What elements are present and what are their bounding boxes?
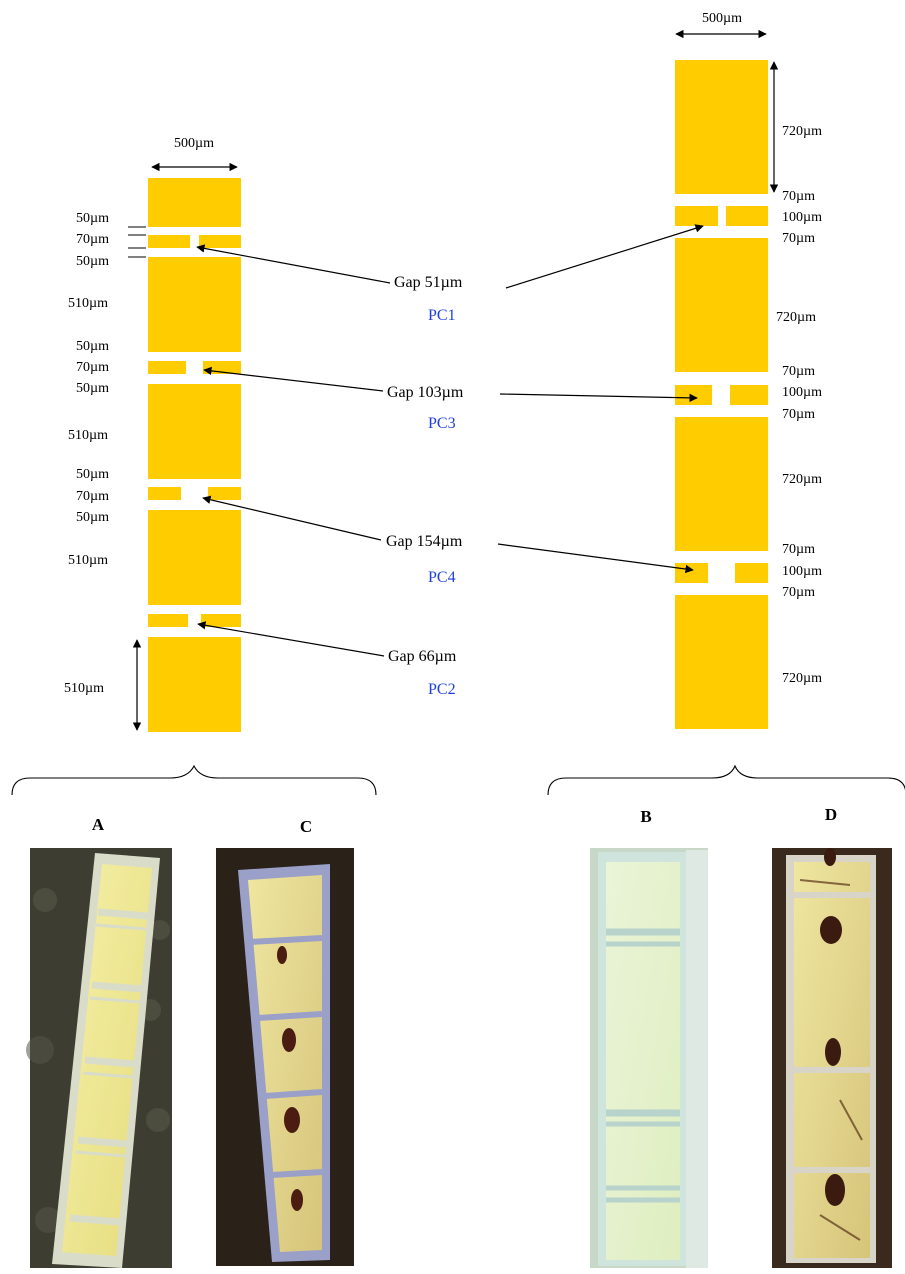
left-dim-label: 50µm bbox=[76, 510, 109, 525]
right-width-label: 500µm bbox=[702, 11, 742, 26]
right-dim-label: 70µm bbox=[782, 231, 815, 246]
electrode-segment bbox=[675, 238, 768, 372]
gap-arrow bbox=[196, 244, 391, 284]
right-design bbox=[675, 60, 768, 729]
electrode-segment bbox=[675, 60, 768, 194]
left-dim-label: 510µm bbox=[68, 553, 108, 568]
left-dim-label: 70µm bbox=[76, 232, 109, 247]
gap-arrow bbox=[505, 224, 704, 289]
right-dim-label: 70µm bbox=[782, 364, 815, 379]
gap-pad bbox=[208, 487, 241, 500]
gap-annotations: Gap 51µm PC1 Gap 103µm PC3 Gap 154µm PC4… bbox=[196, 224, 704, 698]
electrode-segment bbox=[148, 510, 241, 605]
left-brace bbox=[11, 764, 377, 796]
gap-arrow bbox=[203, 366, 384, 392]
left-dim-label: 50µm bbox=[76, 211, 109, 226]
right-dim-label: 70µm bbox=[782, 189, 815, 204]
right-dim-label: 720µm bbox=[776, 310, 816, 325]
right-dim-label: 70µm bbox=[782, 585, 815, 600]
left-width-dimension: 500µm bbox=[151, 136, 238, 172]
right-dim-label: 720µm bbox=[782, 124, 822, 139]
gap-pad bbox=[148, 235, 190, 248]
gap-label: Gap 103µm bbox=[387, 384, 464, 401]
gap-pad bbox=[148, 614, 188, 627]
panel-letter-b: B bbox=[640, 807, 651, 826]
right-dim-label: 720µm bbox=[782, 671, 822, 686]
gap-pad bbox=[201, 614, 241, 627]
gap-arrow bbox=[197, 621, 385, 657]
gap-pad bbox=[148, 361, 186, 374]
left-dim-label: 50µm bbox=[76, 381, 109, 396]
right-dimension-labels: 720µm 70µm 100µm 70µm 720µm 70µm 100µm 7… bbox=[776, 124, 822, 686]
gap-pad bbox=[730, 385, 768, 405]
photo-c bbox=[216, 848, 354, 1266]
photo-d bbox=[772, 848, 892, 1268]
pc-label: PC2 bbox=[428, 681, 456, 698]
gap-pad bbox=[675, 385, 712, 405]
gap-arrow bbox=[499, 393, 698, 403]
panel-letter-d: D bbox=[825, 805, 837, 824]
right-dim-label: 100µm bbox=[782, 385, 822, 400]
right-dim-label: 70µm bbox=[782, 407, 815, 422]
left-dim-label: 510µm bbox=[68, 296, 108, 311]
left-dim-label: 510µm bbox=[68, 428, 108, 443]
panel-letter-a: A bbox=[92, 815, 105, 834]
left-width-label: 500µm bbox=[174, 136, 214, 151]
gap-arrow bbox=[202, 495, 382, 541]
gap-arrow bbox=[497, 543, 694, 574]
gap-label: Gap 51µm bbox=[394, 274, 463, 291]
left-dim-label: 510µm bbox=[64, 681, 104, 696]
electrode-segment bbox=[675, 595, 768, 729]
electrode-segment bbox=[148, 637, 241, 732]
electrode-segment bbox=[148, 257, 241, 352]
gap-pad bbox=[199, 235, 241, 248]
gap-pad bbox=[148, 487, 181, 500]
left-dim-label: 50µm bbox=[76, 467, 109, 482]
left-dim-label: 50µm bbox=[76, 339, 109, 354]
pc-label: PC3 bbox=[428, 415, 456, 432]
pc-label: PC4 bbox=[428, 569, 456, 586]
left-dimension-labels: 50µm 70µm 50µm 510µm 50µm 70µm 50µm 510µ… bbox=[64, 211, 109, 696]
right-dim-label: 100µm bbox=[782, 210, 822, 225]
photo-a bbox=[26, 848, 172, 1268]
left-dim-label: 70µm bbox=[76, 489, 109, 504]
left-design bbox=[148, 178, 241, 732]
electrode-segment bbox=[148, 384, 241, 479]
gap-pad bbox=[726, 206, 768, 226]
electrode-segment bbox=[148, 178, 241, 227]
electrode-segment bbox=[675, 417, 768, 551]
gap-pad bbox=[735, 563, 768, 583]
left-dim-label: 50µm bbox=[76, 254, 109, 269]
gap-pad bbox=[675, 206, 718, 226]
left-tick-lines bbox=[128, 226, 146, 258]
gap-pad bbox=[675, 563, 708, 583]
right-width-dimension: 500µm bbox=[675, 11, 767, 39]
right-dim-label: 720µm bbox=[782, 472, 822, 487]
right-dim-label: 100µm bbox=[782, 564, 822, 579]
gap-label: Gap 154µm bbox=[386, 533, 463, 550]
pc-label: PC1 bbox=[428, 307, 456, 324]
right-dim-label: 70µm bbox=[782, 542, 815, 557]
photo-b bbox=[590, 848, 708, 1268]
right-brace bbox=[547, 764, 905, 796]
gap-label: Gap 66µm bbox=[388, 648, 457, 665]
left-dim-label: 70µm bbox=[76, 360, 109, 375]
panel-letter-c: C bbox=[300, 817, 312, 836]
